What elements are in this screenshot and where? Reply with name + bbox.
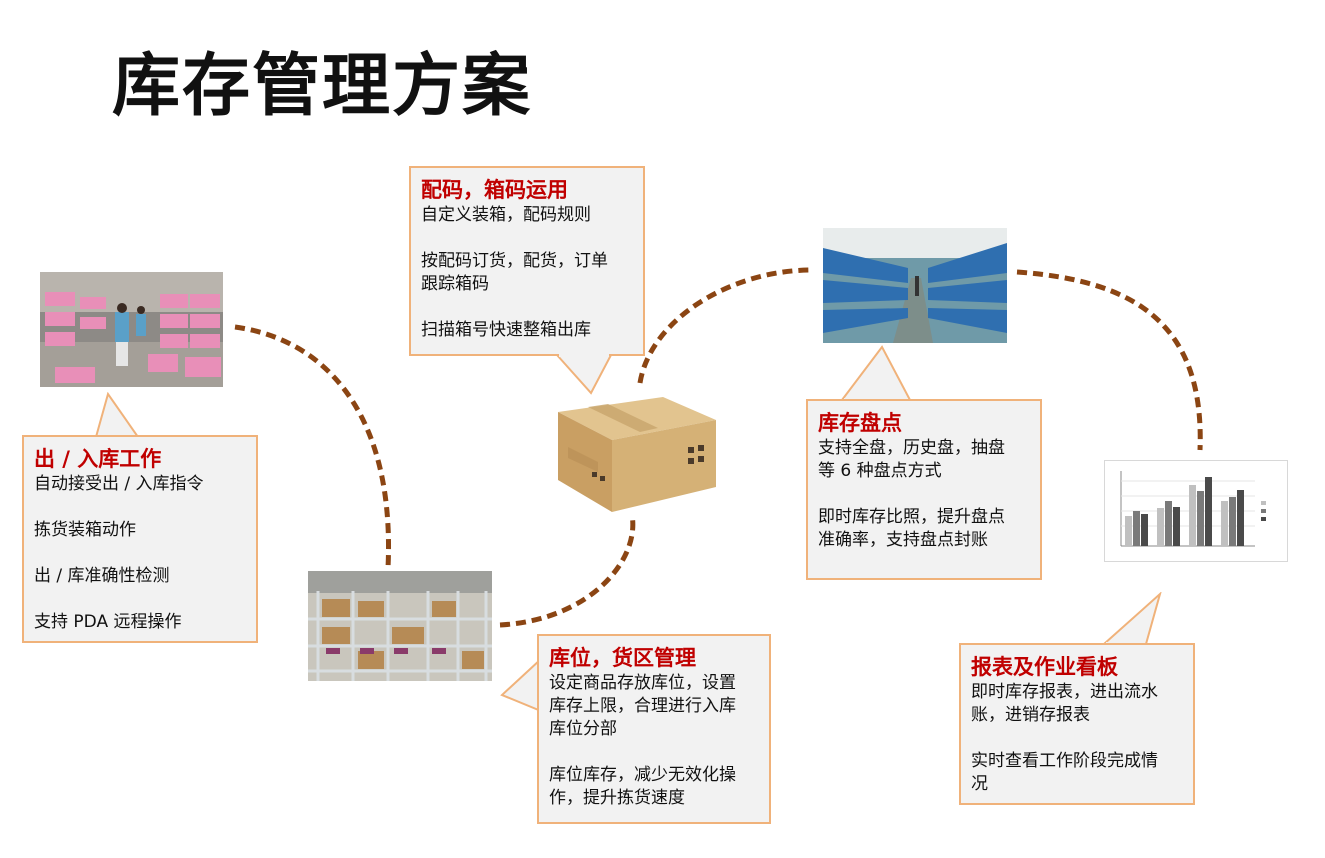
callout-inventory: 库存盘点 支持全盘，历史盘，抽盘 等 6 种盘点方式 即时库存比照，提升盘点 准…	[806, 399, 1042, 580]
warehouse-racks-photo	[308, 571, 492, 681]
callout-line: 自动接受出 / 入库指令	[34, 474, 204, 494]
callout-title: 报表及作业看板	[971, 655, 1118, 679]
callout-line: 实时查看工作阶段完成情 况	[971, 751, 1158, 794]
callout-inout: 出 / 入库工作 自动接受出 / 入库指令 拣货装箱动作 出 / 库准确性检测 …	[22, 435, 258, 643]
shelves-aisle-photo	[823, 228, 1007, 343]
bar-chart-thumbnail	[1104, 460, 1288, 562]
callout-title: 配码，箱码运用	[421, 178, 568, 202]
callout-report: 报表及作业看板 即时库存报表，进出流水 账，进销存报表 实时查看工作阶段完成情 …	[959, 643, 1195, 805]
callout-line: 拣货装箱动作	[34, 520, 136, 540]
callout-line: 出 / 库准确性检测	[34, 566, 170, 586]
callout-title: 库位，货区管理	[549, 646, 696, 670]
callout-line: 即时库存报表，进出流水 账，进销存报表	[971, 682, 1158, 725]
callout-line: 按配码订货，配货，订单 跟踪箱码	[421, 251, 608, 294]
callout-line: 设定商品存放库位，设置 库存上限，合理进行入库 库位分部	[549, 673, 736, 739]
warehouse-pink-crates-photo	[40, 272, 223, 387]
cardboard-box-photo	[548, 392, 726, 514]
callout-title: 库存盘点	[818, 411, 902, 435]
callout-line: 即时库存比照，提升盘点 准确率，支持盘点封账	[818, 507, 1005, 550]
callout-pointer	[500, 656, 542, 713]
callout-line: 支持 PDA 远程操作	[34, 612, 182, 632]
callout-title: 出 / 入库工作	[34, 447, 162, 471]
callout-pointer	[555, 353, 613, 395]
callout-line: 扫描箱号快速整箱出库	[421, 320, 591, 340]
callout-pointer	[840, 345, 912, 401]
page-title: 库存管理方案	[112, 47, 533, 126]
callout-location: 库位，货区管理 设定商品存放库位，设置 库存上限，合理进行入库 库位分部 库位库…	[537, 634, 771, 824]
callout-line: 自定义装箱，配码规则	[421, 205, 591, 225]
callout-line: 支持全盘，历史盘，抽盘 等 6 种盘点方式	[818, 438, 1005, 481]
callout-line: 库位库存，减少无效化操 作，提升拣货速度	[549, 765, 736, 808]
callout-pointer	[94, 392, 140, 438]
callout-pointer	[1102, 592, 1162, 646]
callout-barcode: 配码，箱码运用 自定义装箱，配码规则 按配码订货，配货，订单 跟踪箱码 扫描箱号…	[409, 166, 645, 356]
